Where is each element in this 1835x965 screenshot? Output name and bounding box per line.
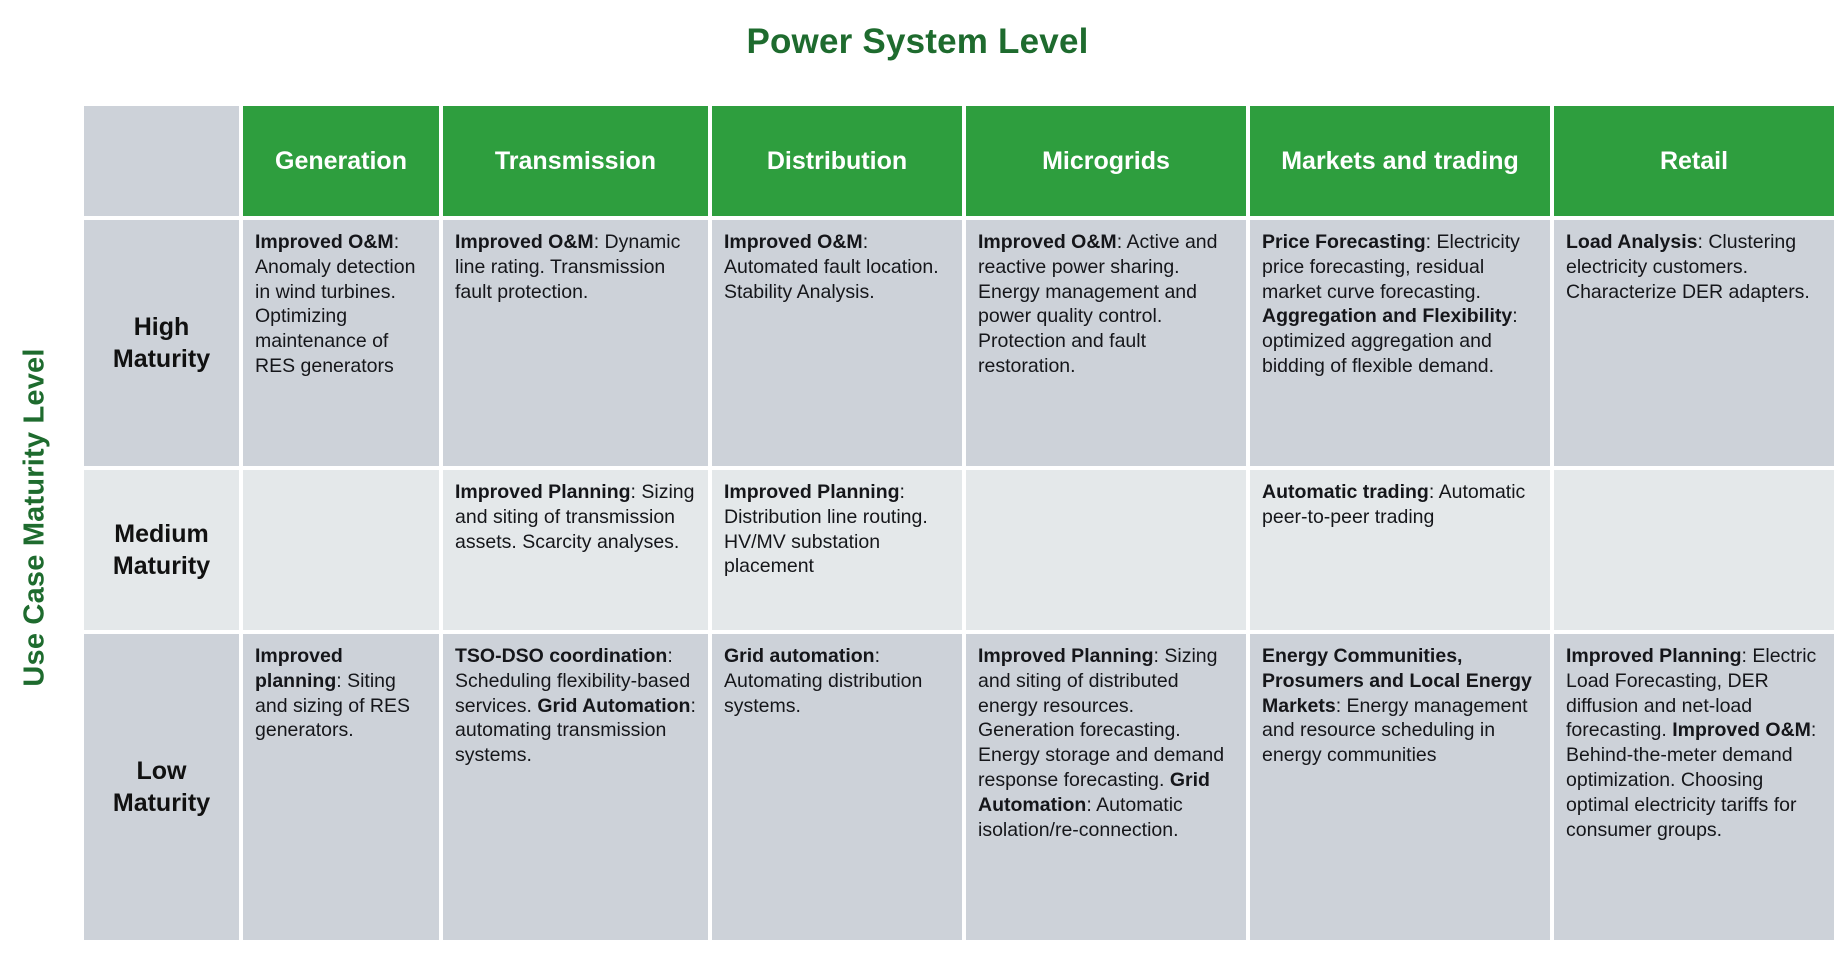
cell-high-distribution: Improved O&M: Automated fault location. …	[712, 220, 962, 466]
cell-high-microgrids: Improved O&M: Active and reactive power …	[966, 220, 1246, 466]
row-header-low: Low Maturity	[84, 634, 239, 940]
cell-medium-microgrids	[966, 470, 1246, 630]
cell-medium-distribution: Improved Planning: Distribution line rou…	[712, 470, 962, 630]
cell-low-distribution: Grid automation: Automating distribution…	[712, 634, 962, 940]
cell-high-retail: Load Analysis: Clustering electricity cu…	[1554, 220, 1834, 466]
vertical-axis-label: Use Case Maturity Level	[0, 106, 70, 928]
cell-high-generation: Improved O&M: Anomaly detection in wind …	[243, 220, 439, 466]
cell-low-generation: Improved planning: Siting and sizing of …	[243, 634, 439, 940]
cell-medium-generation	[243, 470, 439, 630]
cell-medium-markets: Automatic trading: Automatic peer-to-pee…	[1250, 470, 1550, 630]
cell-high-transmission: Improved O&M: Dynamic line rating. Trans…	[443, 220, 708, 466]
page-title: Power System Level	[746, 22, 1089, 61]
vertical-axis-label-text: Use Case Maturity Level	[18, 347, 51, 687]
cell-low-transmission: TSO-DSO coordination: Scheduling flexibi…	[443, 634, 708, 940]
column-header-retail: Retail	[1554, 106, 1834, 216]
column-header-markets: Markets and trading	[1250, 106, 1550, 216]
column-header-distribution: Distribution	[712, 106, 962, 216]
matrix-corner-cell	[84, 106, 239, 216]
cell-high-markets: Price Forecasting: Electricity price for…	[1250, 220, 1550, 466]
row-header-high: High Maturity	[84, 220, 239, 466]
column-header-microgrids: Microgrids	[966, 106, 1246, 216]
cell-medium-retail	[1554, 470, 1834, 630]
row-header-medium: Medium Maturity	[84, 470, 239, 630]
column-header-generation: Generation	[243, 106, 439, 216]
cell-medium-transmission: Improved Planning: Sizing and siting of …	[443, 470, 708, 630]
cell-low-microgrids: Improved Planning: Sizing and siting of …	[966, 634, 1246, 940]
cell-low-retail: Improved Planning: Electric Load Forecas…	[1554, 634, 1834, 940]
cell-low-markets: Energy Communities, Prosumers and Local …	[1250, 634, 1550, 940]
column-header-transmission: Transmission	[443, 106, 708, 216]
